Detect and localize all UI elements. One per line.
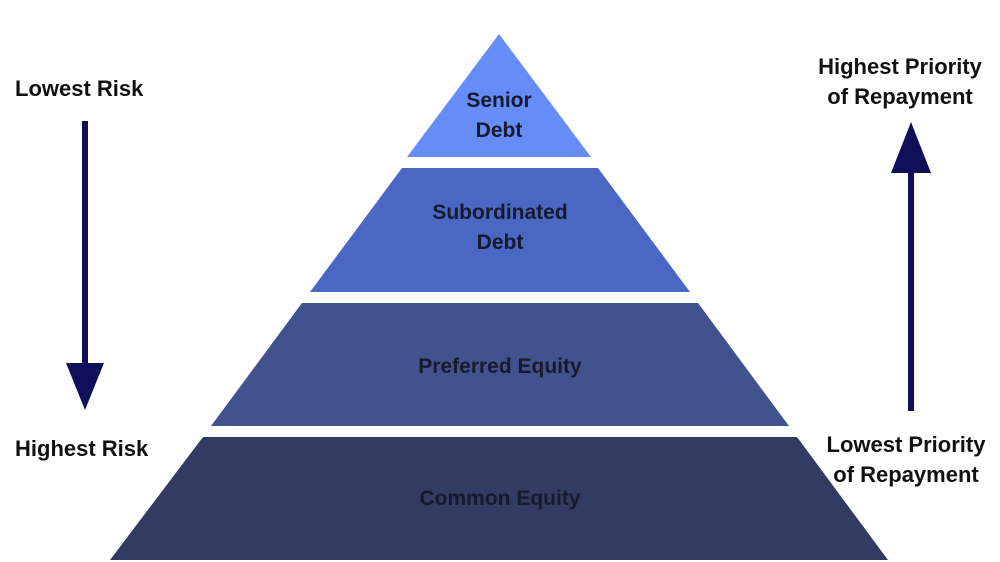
- tier-subordinated-debt-shape: [310, 168, 690, 292]
- tier-senior-debt-shape: [407, 34, 591, 157]
- risk-arrow-down-icon: [66, 121, 104, 410]
- tier-senior-debt: Senior Debt: [407, 34, 591, 157]
- tier-preferred-equity-label: Preferred Equity: [418, 355, 582, 378]
- tier-preferred-equity-shape: [211, 303, 789, 426]
- tier-common-equity-label: Common Equity: [420, 487, 581, 510]
- highest-priority-line2: of Repayment: [827, 84, 973, 109]
- highest-priority-line1: Highest Priority: [818, 54, 982, 79]
- highest-priority-label: Highest Priority of Repayment: [805, 52, 995, 112]
- tier-subordinated-debt-label-line2: Debt: [477, 231, 524, 254]
- lowest-risk-label: Lowest Risk: [15, 76, 144, 101]
- lowest-priority-label: Lowest Priority of Repayment: [812, 430, 1000, 490]
- tier-common-equity: Common Equity: [110, 437, 888, 560]
- highest-risk-label: Highest Risk: [15, 436, 149, 461]
- tier-subordinated-debt-label-line1: Subordinated: [432, 201, 567, 224]
- tier-preferred-equity: Preferred Equity: [211, 303, 789, 426]
- lowest-priority-line1: Lowest Priority: [826, 432, 986, 457]
- tier-senior-debt-label-line2: Debt: [476, 119, 523, 142]
- priority-arrow-up-icon: [891, 122, 931, 411]
- tier-senior-debt-label-line1: Senior: [466, 89, 531, 112]
- tier-subordinated-debt: Subordinated Debt: [310, 168, 690, 292]
- lowest-priority-line2: of Repayment: [833, 462, 979, 487]
- tier-common-equity-shape: [110, 437, 888, 560]
